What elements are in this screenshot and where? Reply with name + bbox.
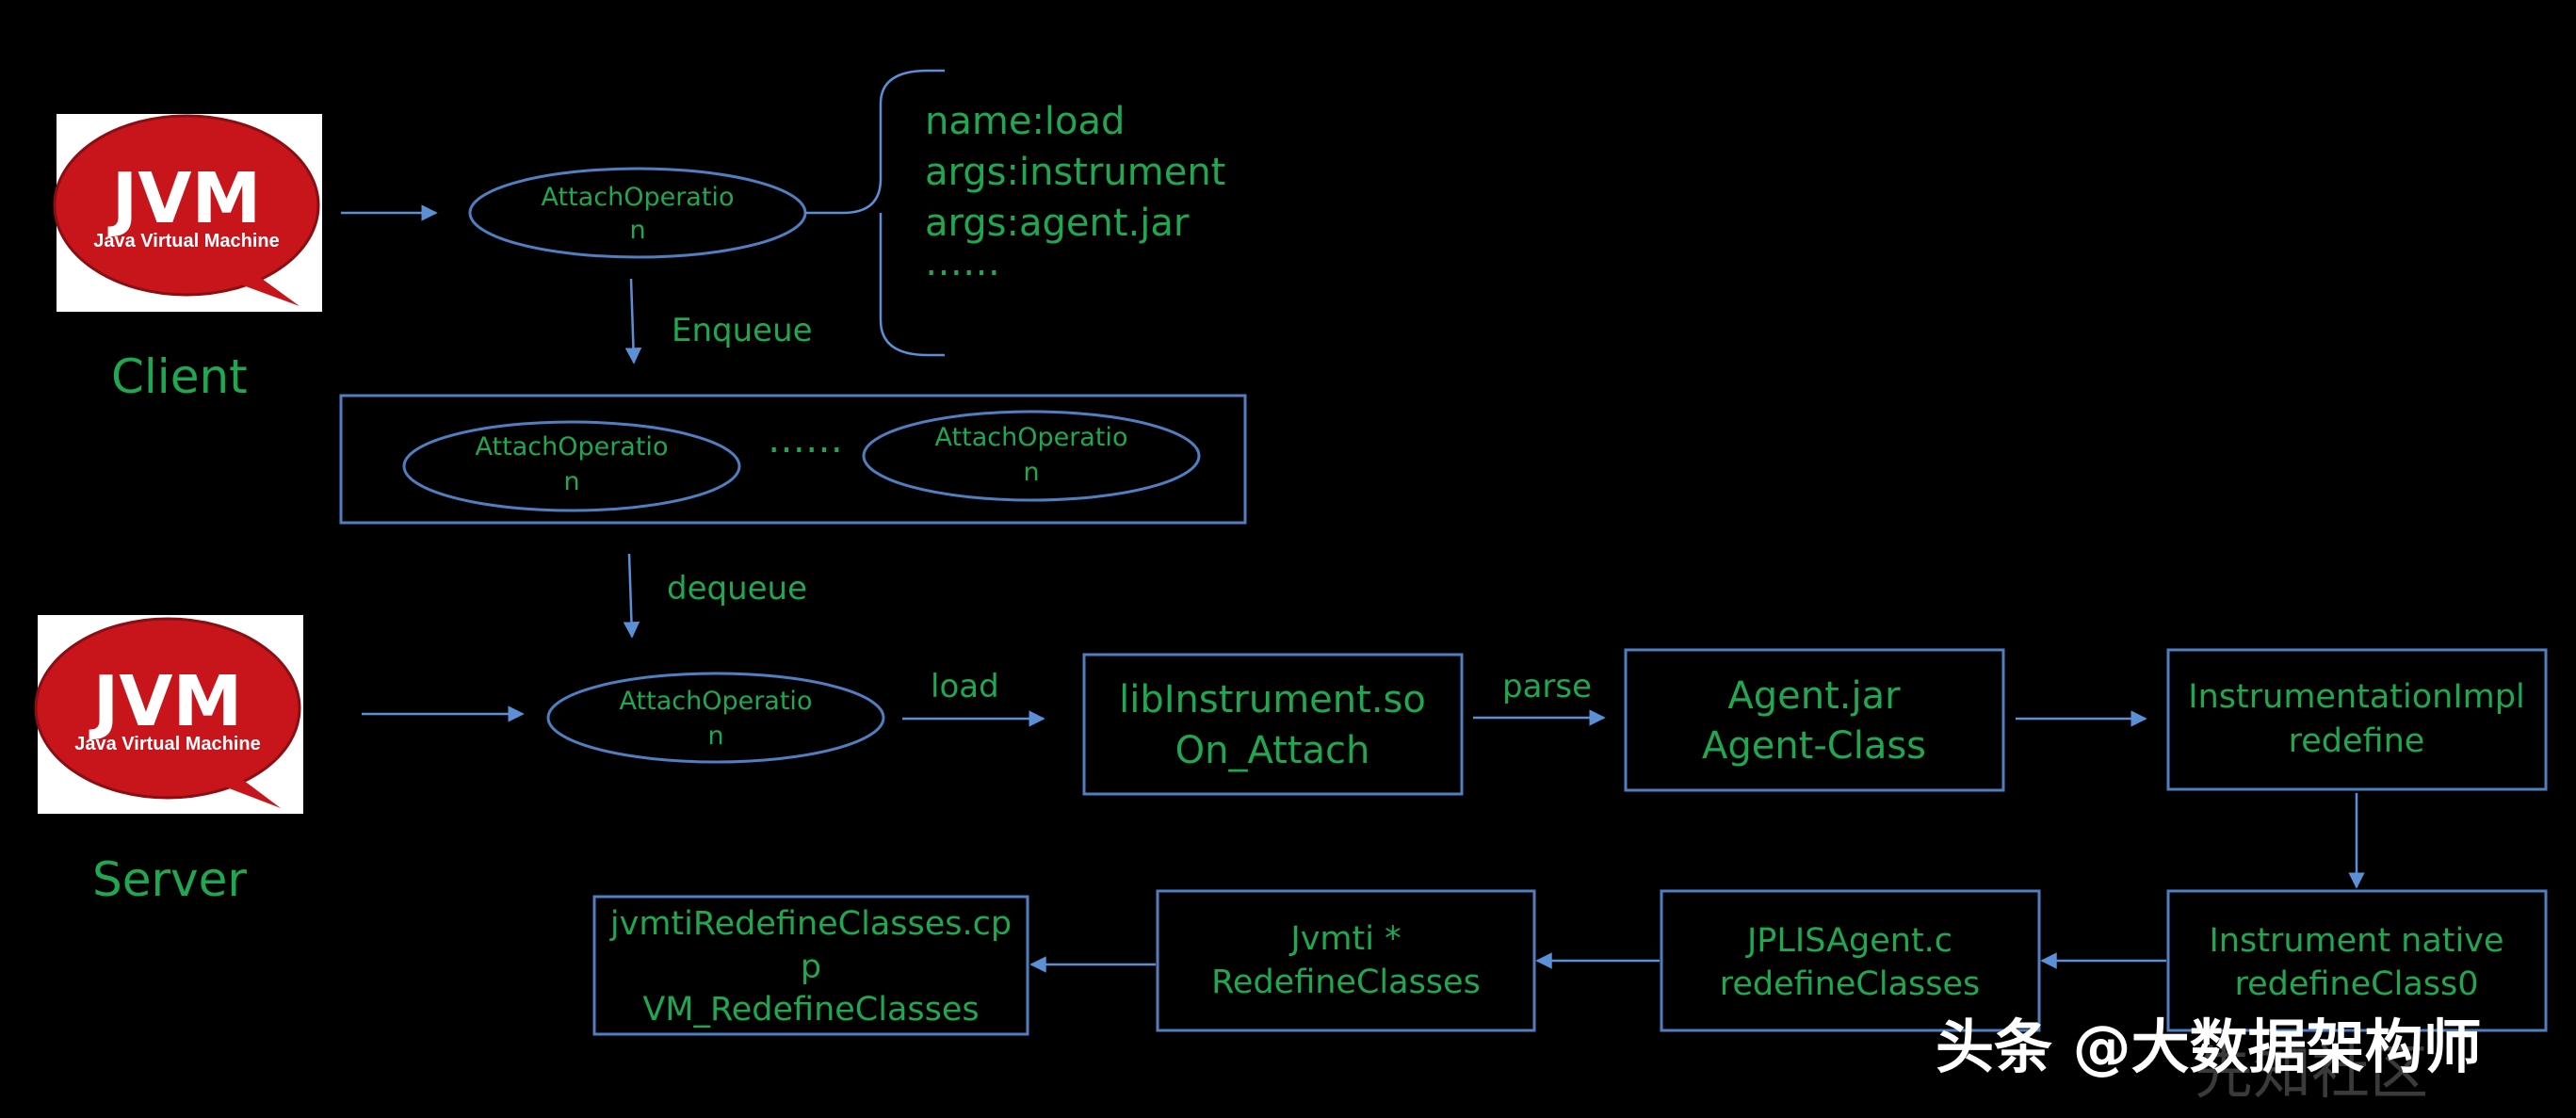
client-logo-subtitle: Java Virtual Machine (93, 231, 280, 251)
agent-jar-box: Agent.jar Agent-Class (1624, 648, 2005, 792)
libinstrument-line-2: On_Attach (1175, 729, 1370, 772)
watermark: 头条 @大数据架构师 (1936, 1013, 2482, 1081)
jvmti-line-1: Jvmti * (1288, 920, 1401, 958)
cpp-line-3: VM_RedefineClasses (642, 991, 979, 1029)
libinstrument-box: libInstrument.so On_Attach (1082, 653, 1464, 796)
instrumentation-impl-box: InstrumentationImpl redefine (2166, 648, 2548, 791)
jplis-line-1: JPLISAgent.c (1745, 922, 1952, 960)
native-line-1: Instrument native (2209, 922, 2503, 960)
brace-item: name:load (925, 100, 1125, 143)
enqueue-arrow (624, 278, 642, 365)
queue-oval-2-line-2: n (1023, 458, 1039, 487)
args-brace (805, 69, 945, 357)
attach-queue-box: AttachOperatio n …… AttachOperatio n (339, 394, 1247, 525)
libinstrument-line-1: libInstrument.so (1119, 678, 1426, 721)
brace-item: args:agent.jar (925, 202, 1190, 245)
server-oval-line-1: AttachOperatio (620, 687, 813, 716)
server-jvm-logo: JVM Java Virtual Machine (34, 615, 303, 814)
dequeue-arrow (623, 553, 640, 639)
native-line-2: redefineClass0 (2234, 965, 2478, 1003)
jvmti-redefine-classes-cpp-box: jvmtiRedefineClasses.cp p VM_RedefineCla… (592, 895, 1029, 1036)
jvmti-box: Jvmti * RedefineClasses (1156, 889, 1536, 1032)
agent-line-1: Agent.jar (1727, 674, 1901, 718)
agent-line-2: Agent-Class (1702, 724, 1926, 768)
client-label: Client (111, 349, 248, 404)
server-label: Server (92, 852, 247, 907)
client-jvm-logo: JVM Java Virtual Machine (53, 114, 322, 312)
brace-args-list: name:load args:instrument args:agent.jar… (925, 100, 1225, 284)
instrumentation-line-2: redefine (2289, 722, 2425, 760)
client-attach-operation-oval: AttachOperatio n (468, 167, 807, 259)
oval-line-1: AttachOperatio (542, 183, 735, 212)
enqueue-label: Enqueue (672, 312, 813, 349)
queue-ellipsis: …… (768, 418, 843, 462)
brace-item: …… (925, 241, 1000, 284)
instrumentation-line-1: InstrumentationImpl (2188, 678, 2524, 716)
jplis-line-2: redefineClasses (1720, 965, 1981, 1003)
dequeue-label: dequeue (667, 570, 807, 608)
queue-oval-1-line-1: AttachOperatio (476, 432, 669, 462)
queue-oval-1-line-2: n (563, 467, 579, 496)
server-logo-title: JVM (89, 661, 242, 742)
server-oval-line-2: n (707, 721, 723, 751)
server-attach-operation-oval: AttachOperatio n (546, 672, 885, 764)
load-label: load (931, 668, 999, 705)
client-logo-title: JVM (107, 158, 261, 239)
server-logo-subtitle: Java Virtual Machine (74, 734, 261, 754)
oval-line-2: n (629, 216, 645, 245)
jplisagent-box: JPLISAgent.c redefineClasses (1660, 889, 2041, 1032)
jvmti-line-2: RedefineClasses (1211, 964, 1481, 1001)
queue-oval-2-line-1: AttachOperatio (935, 423, 1128, 452)
parse-label: parse (1502, 668, 1592, 705)
brace-item: args:instrument (925, 151, 1225, 194)
faint-watermark: 先知社区 (2195, 1038, 2428, 1107)
instrument-native-box: Instrument native redefineClass0 (2166, 889, 2548, 1032)
cpp-line-2: p (801, 948, 821, 986)
cpp-line-1: jvmtiRedefineClasses.cp (609, 905, 1012, 943)
